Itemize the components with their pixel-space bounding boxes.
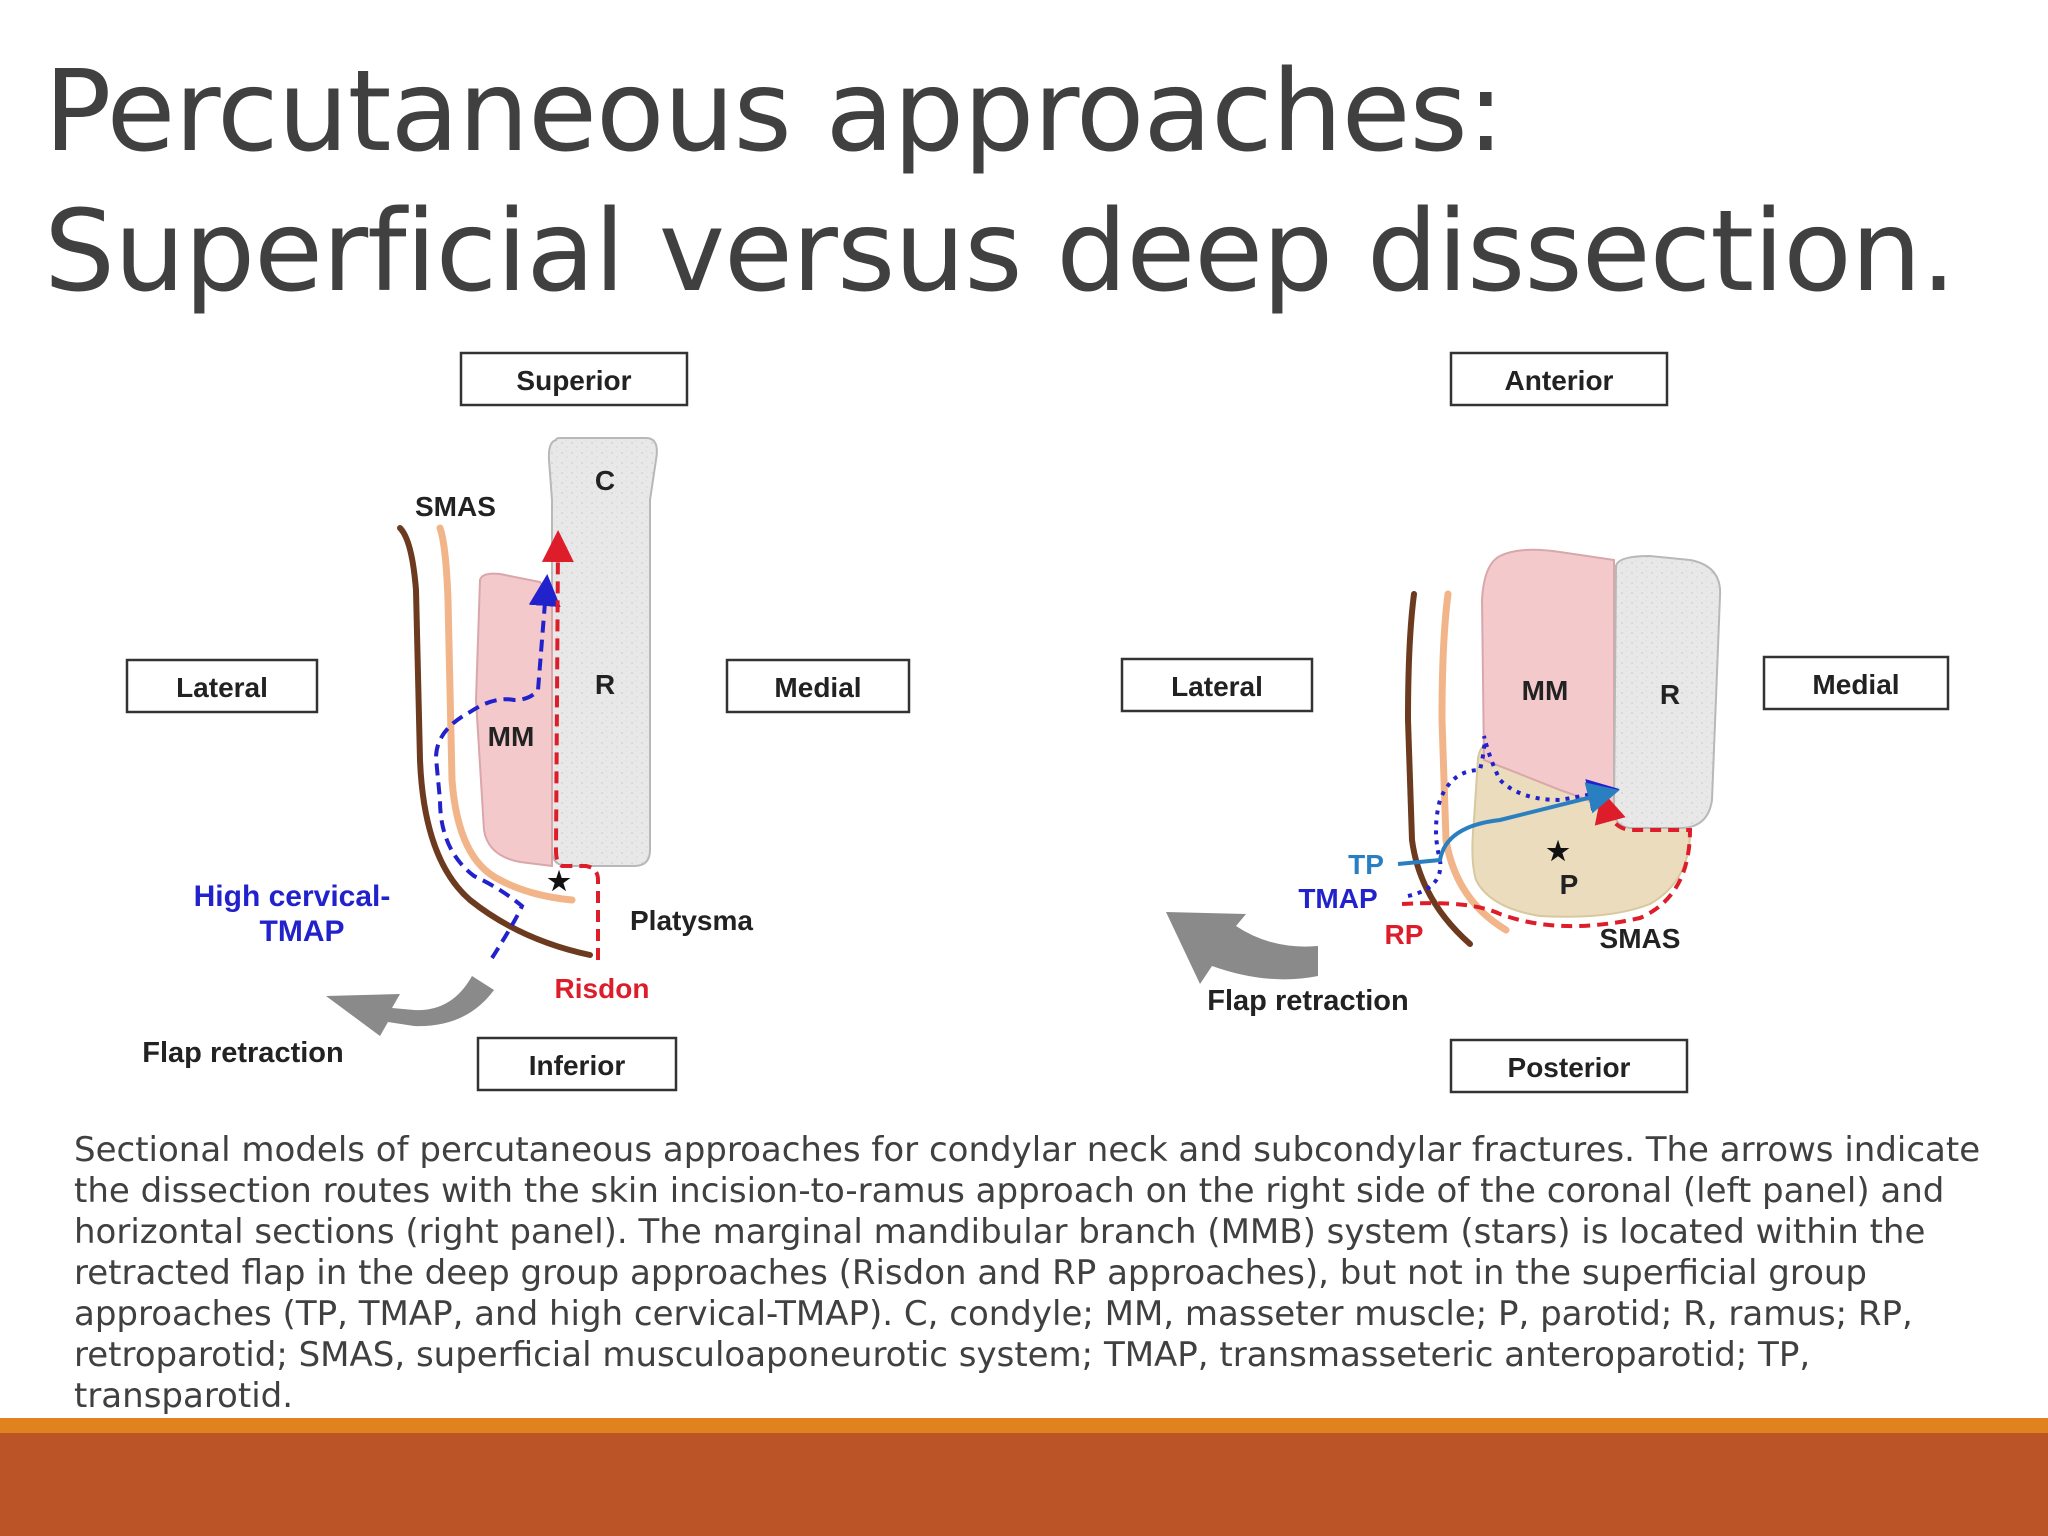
tmap-route	[1407, 735, 1620, 898]
right-ramus-label: R	[1660, 679, 1680, 710]
high-cervical-label-line2: TMAP	[260, 915, 345, 948]
right-anterior-box: Anterior	[1449, 351, 1669, 407]
left-masseter-muscle	[474, 572, 553, 868]
left-lateral-label: Lateral	[176, 672, 268, 703]
left-ramus-label: R	[595, 669, 615, 700]
right-flap-retraction-arrow	[1166, 912, 1318, 984]
left-superior-box: Superior	[459, 351, 689, 407]
condyle-label: C	[595, 465, 615, 496]
left-masseter-label: MM	[488, 721, 535, 752]
right-flap-retraction-label: Flap retraction	[1207, 985, 1408, 1017]
right-lateral-label: Lateral	[1171, 671, 1263, 702]
left-lateral-box: Lateral	[125, 658, 319, 714]
left-flap-retraction-arrow	[326, 976, 494, 1036]
tmap-label: TMAP	[1298, 883, 1377, 914]
slide-title-line-2: Superficial versus deep dissection.	[44, 187, 1956, 317]
left-smas-label: SMAS	[415, 491, 496, 522]
right-panel: Anterior Lateral Medial Posterior	[1120, 351, 1950, 1094]
right-medial-label: Medial	[1812, 669, 1899, 700]
left-smas-layer	[436, 524, 576, 904]
left-superior-label: Superior	[516, 365, 631, 396]
left-inferior-box: Inferior	[476, 1036, 678, 1092]
tp-route	[1397, 782, 1620, 866]
left-flap-retraction-label: Flap retraction	[142, 1037, 343, 1069]
left-ramus-bone	[547, 437, 658, 867]
slide-title: Percutaneous approaches: Superficial ver…	[44, 42, 2004, 322]
footer-accent-bar	[0, 1418, 2048, 1433]
right-mmb-star: ★	[1546, 836, 1570, 866]
left-mmb-star: ★	[547, 866, 571, 896]
left-medial-box: Medial	[725, 658, 911, 714]
high-cervical-label-line1: High cervical-	[194, 880, 391, 913]
footer-band	[0, 1433, 2048, 1536]
platysma-label: Platysma	[630, 905, 753, 936]
right-posterior-label: Posterior	[1508, 1052, 1631, 1083]
left-medial-label: Medial	[774, 672, 861, 703]
risdon-label: Risdon	[555, 973, 650, 1004]
left-risdon-route	[541, 530, 600, 960]
rp-label: RP	[1385, 919, 1424, 950]
rp-route	[1401, 790, 1693, 929]
left-inferior-label: Inferior	[529, 1050, 626, 1081]
right-smas-label: SMAS	[1600, 923, 1681, 954]
tp-label: TP	[1348, 849, 1384, 880]
right-masseter-label: MM	[1522, 675, 1569, 706]
figure-caption: Sectional models of percutaneous approac…	[74, 1130, 1981, 1416]
parotid-label: P	[1560, 869, 1579, 900]
left-panel: Superior Lateral Medial Inferior SMAS	[125, 351, 911, 1092]
left-high-cervical-route	[433, 574, 561, 960]
right-skin-layer	[1404, 591, 1473, 947]
slide-title-line-1: Percutaneous approaches:	[44, 47, 1505, 177]
right-anterior-label: Anterior	[1505, 365, 1614, 396]
left-skin-layer	[397, 525, 593, 958]
right-lateral-box: Lateral	[1120, 657, 1314, 713]
right-medial-box: Medial	[1762, 655, 1950, 711]
right-masseter-muscle	[1480, 548, 1615, 814]
right-posterior-box: Posterior	[1449, 1038, 1689, 1094]
